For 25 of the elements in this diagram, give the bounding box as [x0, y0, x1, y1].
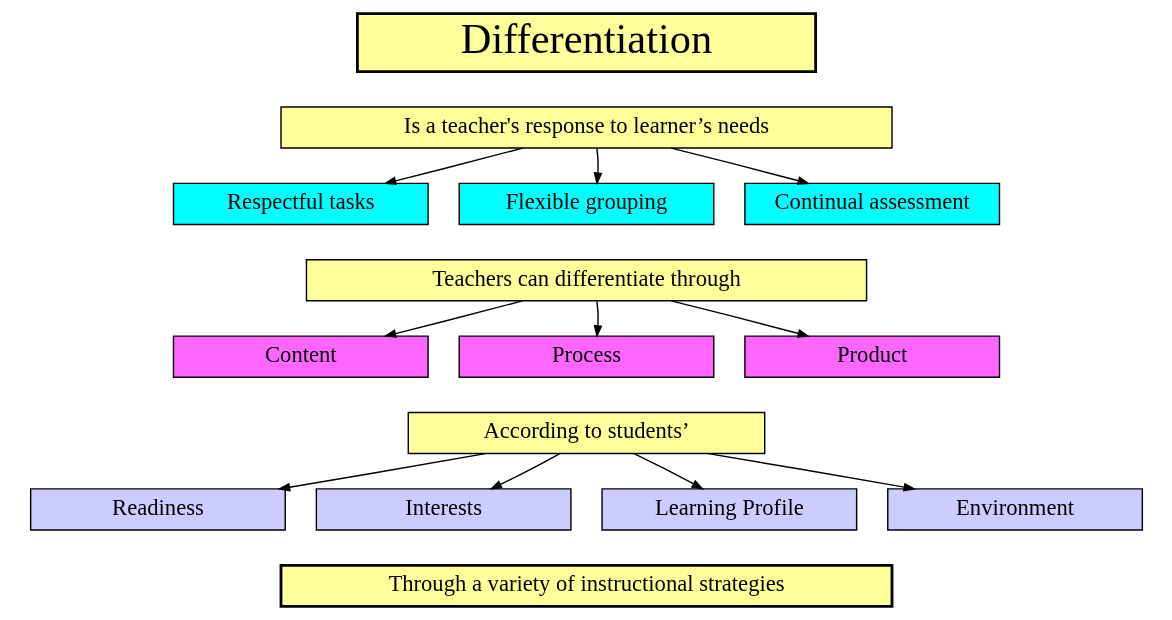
node-box: Content — [172, 335, 429, 378]
node-box: Is a teacher's response to learner’s needs — [279, 106, 893, 149]
node-box: Environment — [886, 488, 1143, 531]
arrow — [383, 147, 523, 186]
node-box: Interests — [315, 488, 572, 531]
arrow — [593, 147, 602, 186]
node-box: Flexible grouping — [458, 182, 714, 226]
node-box: Readiness — [29, 488, 286, 531]
node-box: Process — [458, 335, 714, 378]
node-box: According to students’ — [407, 411, 765, 455]
arrow — [383, 300, 523, 338]
node-box: Continual assessment — [743, 182, 1000, 226]
arrow — [707, 452, 916, 492]
node-box: Teachers can differentiate through — [305, 259, 867, 302]
arrow — [593, 300, 602, 338]
node-box: Product — [743, 335, 1000, 378]
node-box: Through a variety of instructional strategies — [279, 563, 893, 608]
arrow — [670, 147, 810, 185]
arrow — [488, 453, 560, 490]
arrow — [670, 300, 810, 338]
node-box: Differentiation — [355, 12, 817, 74]
node-box: Respectful tasks — [172, 182, 429, 226]
arrow — [277, 452, 486, 492]
arrow — [632, 452, 704, 490]
node-box: Learning Profile — [600, 488, 857, 531]
